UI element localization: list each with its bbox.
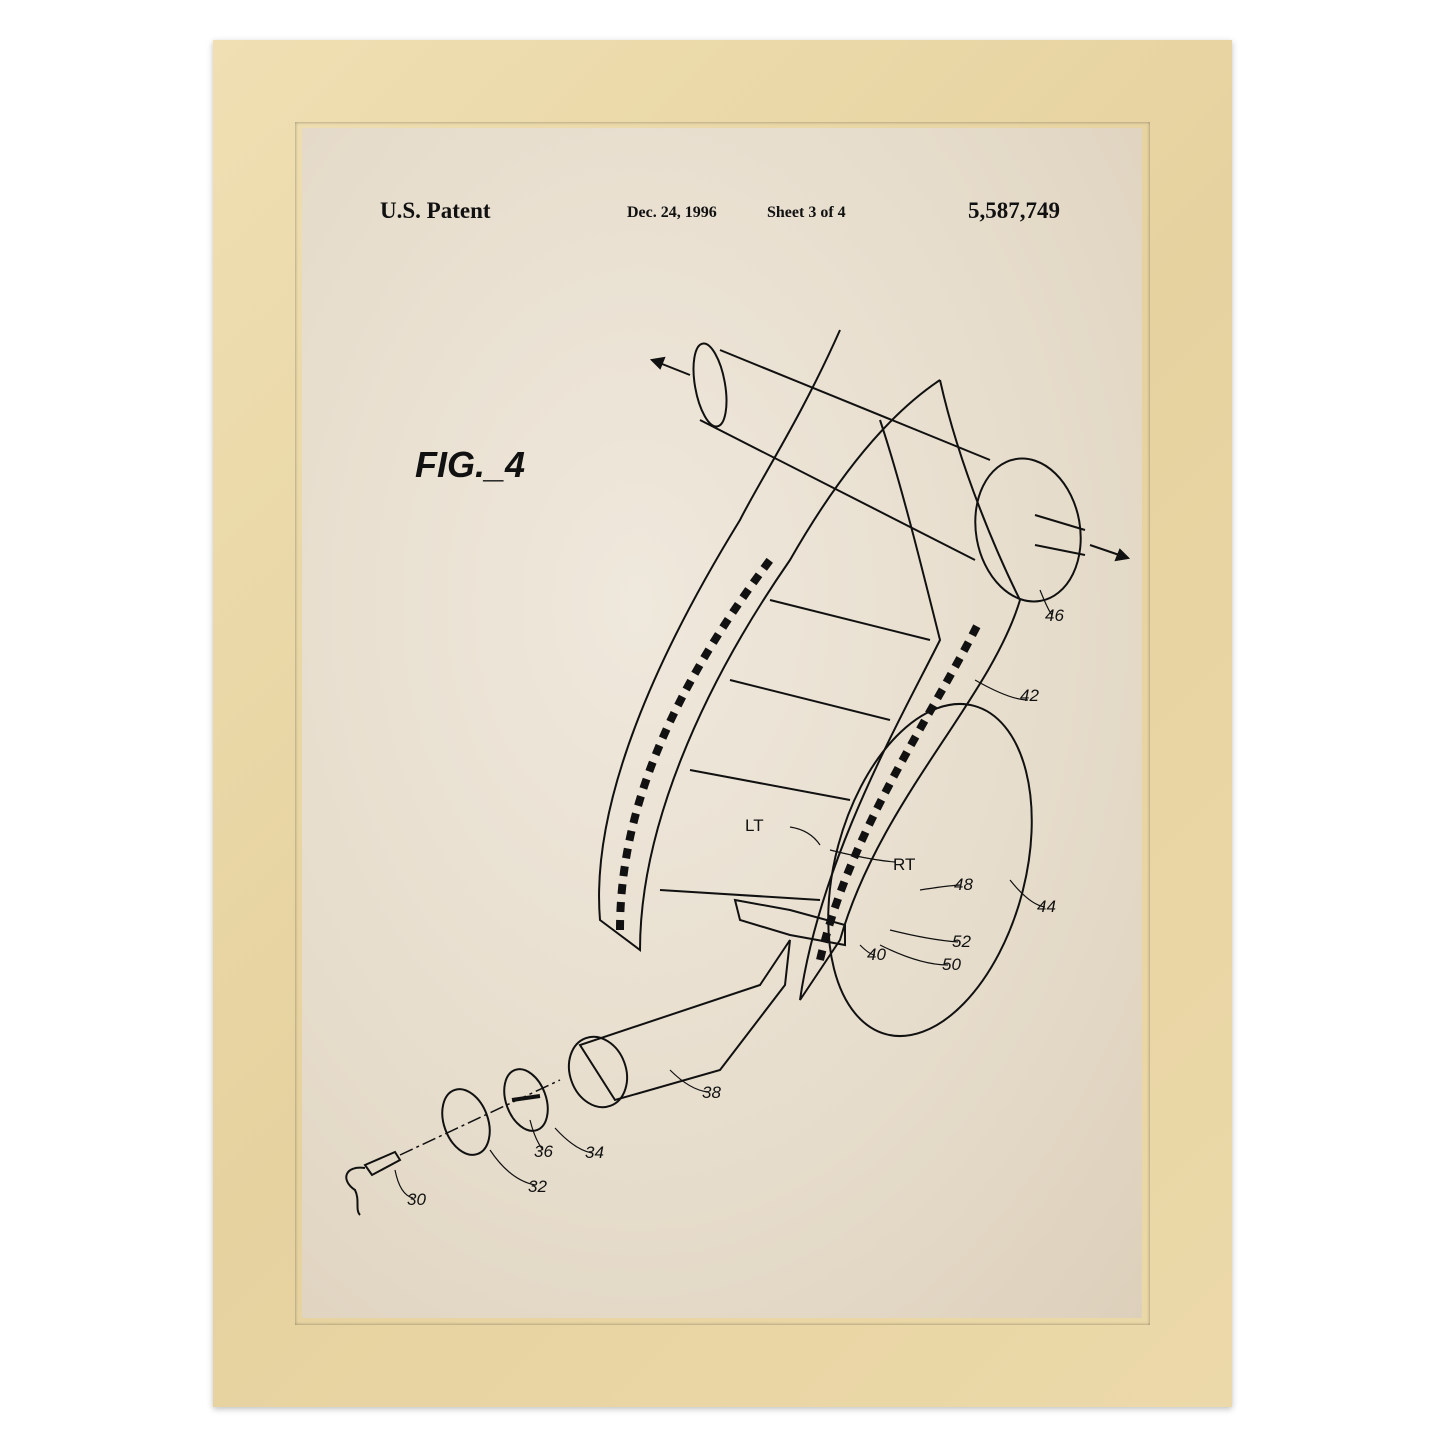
tube-opening xyxy=(567,1035,629,1109)
reel-disk xyxy=(827,702,1033,1038)
lens xyxy=(441,1088,491,1156)
figure-label: FIG._4 xyxy=(415,444,526,485)
arrow-right-icon xyxy=(1089,544,1131,562)
film-frame-dividers xyxy=(659,599,931,901)
patent-print: U.S. Patent Dec. 24, 1996 Sheet 3 of 4 5… xyxy=(302,128,1142,1318)
ref-52: 52 xyxy=(952,932,971,951)
optical-axis xyxy=(399,1079,561,1156)
ref-42: 42 xyxy=(1020,686,1039,705)
film-sprocket-holes-left xyxy=(616,557,774,931)
lamp-wire xyxy=(345,1166,366,1216)
cone-tube xyxy=(578,939,791,1102)
ref-30: 30 xyxy=(407,1190,426,1209)
roller-body xyxy=(699,349,991,561)
roller-left-end xyxy=(692,342,728,428)
slit-disk xyxy=(503,1068,549,1132)
ref-32: 32 xyxy=(528,1177,547,1196)
arrow-left-icon xyxy=(649,356,691,376)
ref-44: 44 xyxy=(1037,897,1056,916)
slit xyxy=(511,1094,541,1102)
ref-36: 36 xyxy=(534,1142,553,1161)
film-drawing xyxy=(345,329,1131,1216)
ref-48: 48 xyxy=(954,875,973,894)
lamp xyxy=(363,1150,402,1177)
film-strip-right-edge xyxy=(799,379,1022,1001)
ref-40: 40 xyxy=(867,945,886,964)
ref-34: 34 xyxy=(585,1143,604,1162)
film-strip-left-edge xyxy=(598,329,941,952)
roller-axle xyxy=(1034,514,1086,556)
film-sprocket-holes-right xyxy=(816,618,984,961)
leader-lines xyxy=(394,589,1053,1199)
patent-date: Dec. 24, 1996 xyxy=(627,204,717,221)
ref-38: 38 xyxy=(702,1083,721,1102)
ref-lt: LT xyxy=(745,816,764,835)
clip xyxy=(733,898,846,947)
patent-number: 5,587,749 xyxy=(968,198,1060,223)
ref-rt: RT xyxy=(893,855,916,874)
ref-50: 50 xyxy=(942,955,961,974)
ref-46: 46 xyxy=(1045,606,1064,625)
roller-end-cap xyxy=(974,457,1082,603)
patent-sheet: Sheet 3 of 4 xyxy=(767,204,846,221)
patent-title: U.S. Patent xyxy=(380,198,491,223)
